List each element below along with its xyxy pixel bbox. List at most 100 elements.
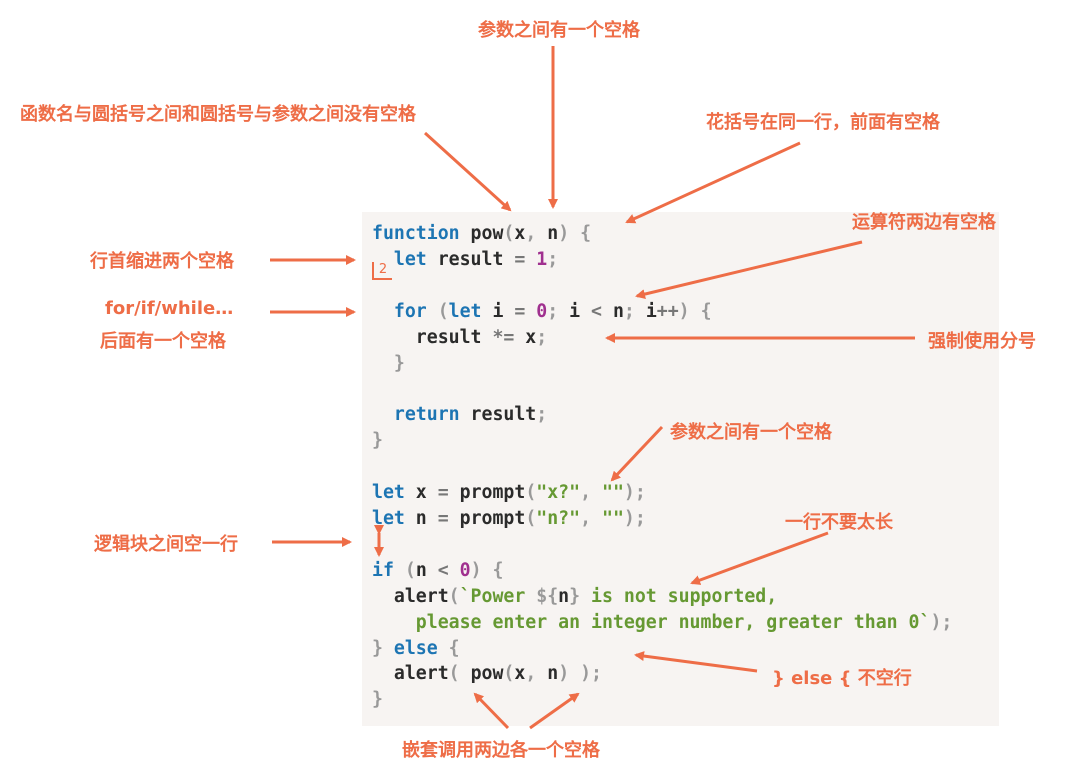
code-token: if [372,559,394,581]
code-token: , [580,507,602,529]
label-line-not-too-long: 一行不要太长 [785,512,893,533]
label-for-if-while-1: for/if/while… [105,298,234,319]
code-token: "n?" [536,507,581,529]
label-blank-line: 逻辑块之间空一行 [94,534,238,555]
code-token: ( [448,585,460,607]
label-params-space-top: 参数之间有一个空格 [478,20,640,41]
code-token: let [372,248,427,270]
code-token: "" [602,507,624,529]
arrow-nested-left [473,692,510,730]
code-token: let [372,482,405,504]
code-token: ( [525,507,537,529]
code-line: } [372,351,952,377]
code-token: x [404,482,438,504]
code-token: ; [547,248,559,270]
code-token: ( [503,223,515,244]
code-token: please enter an integer number, greater … [372,611,931,633]
code-token: } [372,430,383,452]
code-token: ); [930,611,953,633]
code-token: x [514,663,526,685]
code-token: n [558,585,570,607]
code-token: ) ); [558,663,602,685]
code-token: function [372,223,460,244]
code-token: 0 [536,300,548,322]
code-token: return [372,404,460,426]
code-token: alert [372,663,449,685]
code-panel [362,212,999,726]
code-token: n [602,300,624,322]
code-line: return result; [372,402,952,428]
code-token: result [459,404,537,426]
code-line: } [372,428,952,454]
code-line: if (n < 0) { [372,558,952,584]
label-indent-two: 行首缩进两个空格 [90,251,234,272]
code-token: n [547,663,559,685]
code-token: = [514,248,526,270]
label-operators-spaces: 运算符两边有空格 [852,212,996,233]
code-token: let [372,507,405,529]
code-token: pow [459,223,504,244]
code-token: `Power [459,585,537,607]
code-token: for [372,300,427,322]
code-token: { [437,637,460,659]
arrow-nested-right [529,692,580,730]
code-token: ); [623,507,646,529]
code-line: for (let i = 0; i < n; i++) { [372,299,952,325]
code-line: please enter an integer number, greater … [372,610,953,636]
code-token: ( [525,482,537,504]
code-token: else [393,637,438,659]
code-line: alert( pow(x, n) ); [372,661,952,687]
code-token: ++ [656,300,679,322]
code-token: , [580,482,602,504]
code-token: let [448,300,482,322]
code-token: n [547,223,559,244]
code-token: *= [492,326,515,348]
label-force-semicolon: 强制使用分号 [928,331,1036,352]
code-token: 1 [536,248,548,270]
code-token: ( [448,663,471,685]
code-token: ) { [678,300,712,322]
arrow-operators [635,240,863,299]
code-line: function pow(x, n) { [372,221,952,247]
code-token: result [372,326,493,348]
code-token: , [525,223,548,244]
code-line: let result = 1; [372,247,952,273]
code-token: < [437,559,449,581]
label-params-space-mid: 参数之间有一个空格 [670,422,832,443]
code-token: ) { [558,223,592,244]
arrow-params-mid [610,425,664,482]
code-token: is not supported, [580,585,778,607]
code-token: ; [547,300,570,322]
code-line: let x = prompt("x?", ""); [372,480,952,506]
code-token: "x?" [536,482,581,504]
indent-marker: 2 [372,262,392,280]
code-token: prompt [448,482,526,504]
code-line: let n = prompt("n?", ""); [372,506,952,532]
code-token: n [404,507,438,529]
code-token: i [481,300,515,322]
code-token: x [514,326,537,348]
code-token: ) { [470,559,504,581]
code-token: ; [536,326,548,348]
code-token: pow [470,663,504,685]
label-for-if-while-2: 后面有一个空格 [100,331,226,352]
code-token: = [437,482,449,504]
code-token: ${ [536,585,559,607]
code-token: ( [437,300,449,322]
code-token: ; [536,404,548,426]
arrow-funcname [423,131,512,212]
code-line: result *= x; [372,325,952,351]
code-token: alert [372,585,449,607]
code-token: 0 [459,559,471,581]
label-else-no-newline: } else { 不空行 [772,668,912,689]
code-token: result [426,248,515,270]
code-block: function pow(x, n) { let result = 1; for… [372,221,952,713]
label-funcname-no-space: 函数名与圆括号之间和圆括号与参数之间没有空格 [20,104,416,125]
arrow-line-too-long [690,531,829,585]
arrow-else [634,651,758,673]
code-token: prompt [448,507,526,529]
code-token: } [372,689,383,711]
code-token: } [372,352,405,374]
code-token: ( [503,663,515,685]
